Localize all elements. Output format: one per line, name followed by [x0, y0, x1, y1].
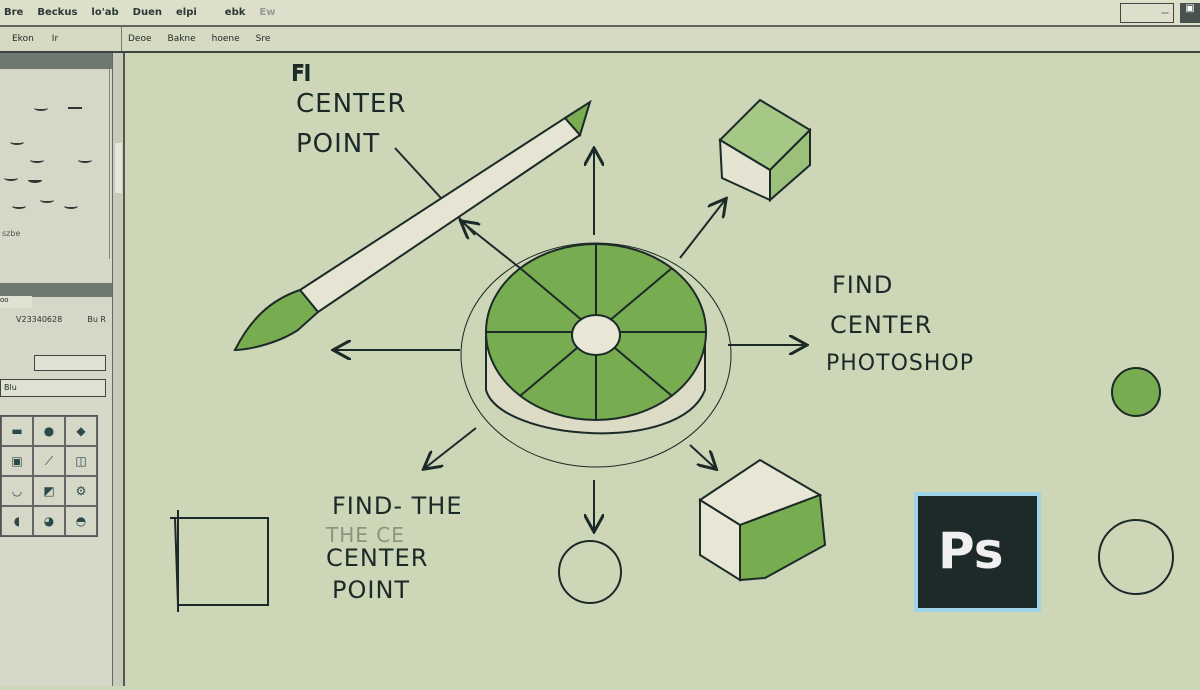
tool-icon[interactable]: ⟋ [33, 446, 65, 476]
toolbar-item[interactable]: hoene [211, 34, 240, 44]
brush-stroke-icon[interactable] [28, 177, 42, 183]
brush-presets[interactable]: szbe [0, 69, 110, 259]
toolbar-item[interactable]: Ekon [12, 34, 34, 44]
center-disc [460, 242, 732, 468]
cube-icon-bottom [698, 458, 827, 582]
menu-item[interactable]: ebk [224, 7, 246, 18]
arrow-icons [335, 150, 805, 530]
brush-stroke-icon[interactable] [10, 139, 24, 145]
brush-stroke-icon[interactable] [34, 105, 48, 111]
panel-header [0, 53, 112, 69]
panel-row-value: Bu R [87, 315, 106, 324]
tool-icon[interactable]: ◡ [1, 476, 33, 506]
menu-item[interactable]: Beckus [37, 7, 78, 18]
panel-subheader [0, 283, 112, 297]
illustration: FI CENTER POINT FIND CENTER PHOTOSHOP FI… [170, 60, 1174, 612]
label-bottom-line: CENTER [326, 544, 428, 572]
toolbar-item[interactable]: Bakne [167, 34, 196, 44]
brush-stroke-icon[interactable] [12, 203, 26, 209]
tool-grid: ▬●◆ ▣⟋◫ ◡◩⚙ ◖◕◓ [0, 415, 98, 537]
tool-icon[interactable]: ◕ [33, 506, 65, 536]
window-controls[interactable]: — [1120, 3, 1174, 23]
label-right-line: PHOTOSHOP [826, 351, 974, 376]
scrollbar-thumb[interactable] [115, 143, 122, 193]
brush-stroke-icon[interactable] [30, 157, 44, 163]
menu-item[interactable]: Bre [4, 7, 24, 18]
square-shape [170, 510, 269, 612]
brush-stroke-icon[interactable] [4, 175, 18, 181]
tool-icon[interactable]: ⚙ [65, 476, 97, 506]
label-top-line: POINT [296, 129, 380, 159]
circle-outline-shape [558, 540, 622, 604]
panel-tab[interactable]: oo [0, 296, 32, 308]
label-top-line: CENTER [296, 89, 406, 119]
tool-icon[interactable]: ◫ [65, 446, 97, 476]
menu-item[interactable]: Ew [259, 7, 276, 18]
size-field[interactable] [34, 355, 106, 371]
options-toolbar: Ekon Ir Deoe Bakne hoene Sre [0, 27, 1200, 53]
canvas[interactable]: FI CENTER POINT FIND CENTER PHOTOSHOP FI… [125, 55, 1200, 686]
tool-icon[interactable]: ● [33, 416, 65, 446]
tool-icon[interactable]: ◖ [1, 506, 33, 536]
photoshop-logo: Ps [914, 492, 1041, 612]
brush-stroke-icon[interactable] [68, 103, 82, 109]
brush-stroke-icon[interactable] [40, 197, 54, 203]
brush-panel: szbe oo V23340628 Bu R Blu ▬●◆ ▣⟋◫ ◡◩⚙ ◖◕… [0, 53, 112, 686]
tool-icon[interactable]: ◆ [65, 416, 97, 446]
toolbar-item[interactable]: Sre [255, 34, 271, 44]
panel-scrollbar[interactable] [112, 53, 125, 686]
label-bottom-line: FIND- THE [332, 492, 462, 520]
panel-row: V23340628 Bu R [0, 315, 110, 324]
cube-icon-top [718, 98, 812, 203]
brush-stroke-icon[interactable] [64, 203, 78, 209]
label-bottom-line: POINT [332, 576, 410, 604]
brush-stroke-icon[interactable] [78, 157, 92, 163]
menu-item[interactable]: lo'ab [91, 7, 119, 18]
circle-outline-shape [1098, 519, 1174, 595]
label-right-line: CENTER [830, 311, 932, 339]
panel-row-text: V23340628 [16, 315, 63, 324]
ps-logo-text: Ps [938, 522, 1004, 580]
label-bottom-faint: THE CE [325, 523, 405, 547]
tool-icon[interactable]: ◩ [33, 476, 65, 506]
paintbrush-icon [233, 99, 592, 352]
menu-bar: Bre Beckus lo'ab Duen elpi ebk Ew — ▣ [0, 0, 1200, 27]
label-right-line: FIND [832, 271, 893, 299]
label-top-faint: FI [292, 61, 311, 85]
toolbar-item[interactable]: Deoe [128, 34, 152, 44]
green-circle-shape [1111, 367, 1161, 417]
tool-icon[interactable]: ▣ [1, 446, 33, 476]
window-icon[interactable]: ▣ [1180, 3, 1200, 23]
brush-size-label: szbe [2, 229, 21, 238]
toolbar-item[interactable]: Ir [51, 34, 59, 44]
tool-icon[interactable]: ◓ [65, 506, 97, 536]
menu-item[interactable]: Duen [132, 7, 162, 18]
tool-icon[interactable]: ▬ [1, 416, 33, 446]
menu-item[interactable]: elpi [176, 7, 197, 18]
name-field[interactable]: Blu [0, 379, 106, 397]
